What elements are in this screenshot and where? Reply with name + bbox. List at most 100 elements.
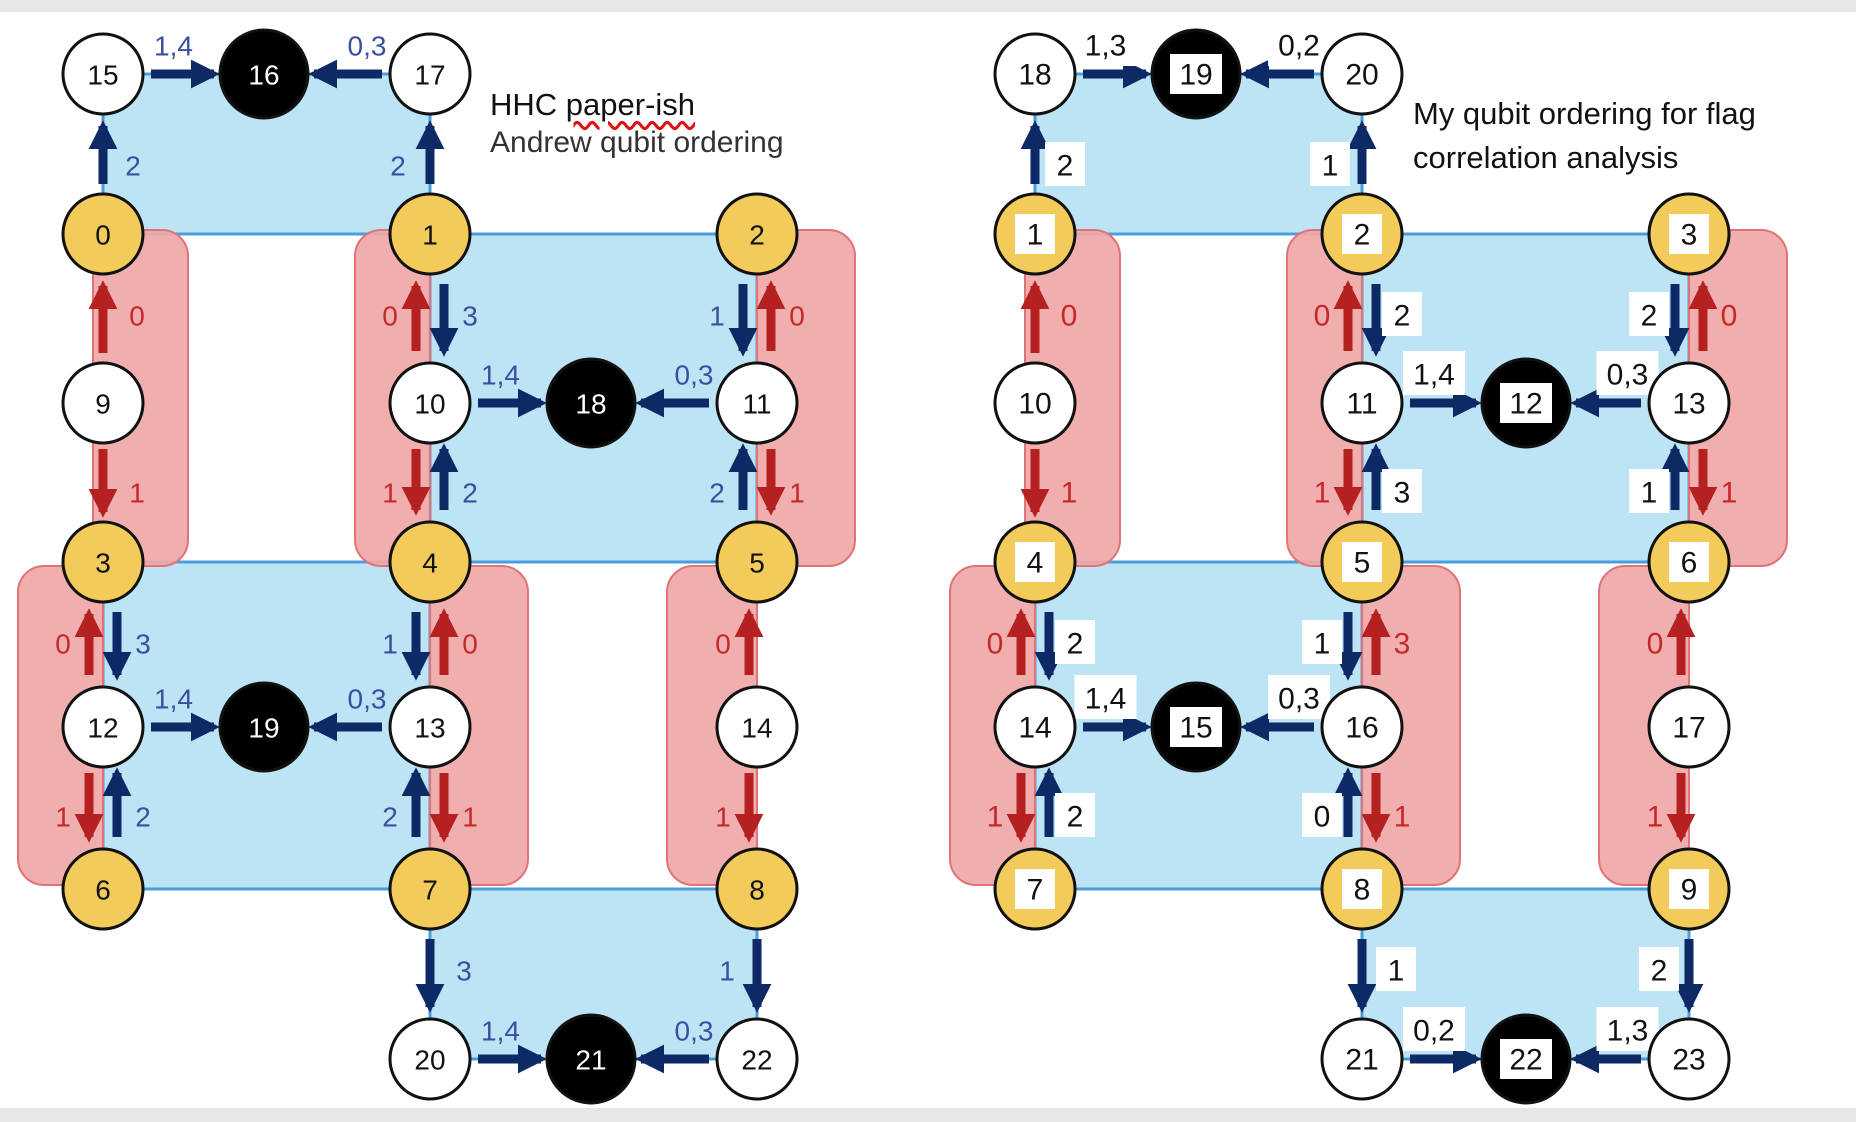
arrow-label: 1,4: [481, 1016, 520, 1047]
arrow-label: 0: [789, 301, 805, 332]
arrow-label: 1: [789, 478, 805, 509]
arrow-label-box: [1055, 620, 1095, 664]
arrow-label: 2: [1651, 955, 1668, 988]
node-label-box: [1170, 54, 1222, 94]
qubit-number: 5: [1354, 547, 1371, 580]
arrow-label: 0: [715, 629, 731, 660]
qubit-number: 22: [1509, 1044, 1542, 1077]
node-label-box: [1500, 1039, 1552, 1079]
arrow-label: 1: [987, 801, 1004, 834]
arrow-label: 0,3: [1278, 683, 1320, 716]
arrow-label-box: [1639, 947, 1679, 991]
arrow-label: 0: [1314, 801, 1331, 834]
arrow-label: 1,4: [154, 31, 193, 62]
arrow-label: 2: [1641, 300, 1658, 333]
right-diagram-caption: My qubit ordering for flag correlation a…: [1413, 92, 1756, 180]
qubit-number: 13: [1672, 388, 1705, 421]
qubit-number: 15: [87, 60, 118, 91]
qubit-number: 17: [414, 60, 445, 91]
qubit-number: 17: [1672, 712, 1705, 745]
arrow-label-box: [1074, 22, 1137, 66]
arrow-label: 2: [382, 802, 398, 833]
arrow-label: 0: [55, 629, 71, 660]
qubit-node-white: [1647, 1017, 1731, 1101]
qubit-node-white: [61, 685, 145, 769]
arrow-label-box: [1403, 1007, 1465, 1051]
qubit-number: 20: [1345, 59, 1378, 92]
qubit-number: 20: [414, 1045, 445, 1076]
qubit-node-white: [993, 685, 1077, 769]
qubit-number: 9: [95, 389, 111, 420]
arrow-label: 1: [1322, 150, 1339, 183]
arrow-label-box: [1074, 675, 1137, 719]
arrow-label: 1: [1647, 801, 1664, 834]
arrow-label: 2: [462, 478, 478, 509]
arrow-label: 0,2: [1278, 30, 1320, 63]
arrow-label: 1,3: [1085, 30, 1127, 63]
arrow-label-box: [1045, 142, 1085, 186]
qubit-node-white: [1647, 685, 1731, 769]
qubit-number: 23: [1672, 1044, 1705, 1077]
arrow-label-box: [1596, 1007, 1659, 1051]
qubit-node-gold: [388, 847, 472, 931]
qubit-number: 16: [1345, 712, 1378, 745]
arrow-label: 1: [1721, 477, 1738, 510]
arrow-label-box: [1302, 620, 1342, 664]
arrow-label: 2: [135, 802, 151, 833]
spellcheck-underlined-word: paper-ish: [565, 87, 696, 122]
arrow-label: 2: [390, 151, 406, 182]
left-diagram-caption: HHC paper-ish Andrew qubit ordering: [490, 86, 784, 162]
qubit-number: 10: [1018, 388, 1051, 421]
arrow-label: 2: [1067, 801, 1084, 834]
node-label-box: [1500, 383, 1552, 423]
arrow-label: 0: [462, 629, 478, 660]
qubit-node-gold: [61, 192, 145, 276]
node-label-box: [1342, 542, 1382, 582]
left-caption-line1: HHC paper-ish: [490, 87, 696, 122]
arrow-label: 0,3: [348, 684, 387, 715]
qubit-number: 11: [1346, 388, 1377, 421]
arrow-label: 0,3: [1607, 359, 1649, 392]
arrow-label: 1: [719, 956, 735, 987]
arrow-label: 1: [129, 478, 145, 509]
qubit-number: 6: [95, 875, 111, 906]
qubit-node-gold: [715, 847, 799, 931]
blue-plaquette: [428, 232, 759, 564]
qubit-number: 18: [575, 389, 606, 420]
arrow-label: 0: [987, 628, 1004, 661]
qubit-number: 3: [1681, 219, 1698, 252]
qubit-number: 4: [422, 548, 438, 579]
node-label-box: [1015, 214, 1055, 254]
qubit-number: 19: [1179, 59, 1212, 92]
arrow-label: 2: [1394, 300, 1411, 333]
arrow-label: 1: [1061, 477, 1078, 510]
qubit-node-black: [218, 28, 310, 120]
qubit-node-white: [61, 32, 145, 116]
qubit-node-white: [993, 32, 1077, 116]
arrow-label-box: [1629, 469, 1669, 513]
arrow-label: 1: [382, 478, 398, 509]
qubit-node-gold: [388, 192, 472, 276]
qubit-number: 13: [414, 713, 445, 744]
arrow-label: 3: [1394, 628, 1411, 661]
qubit-node-white: [1320, 685, 1404, 769]
node-label-box: [1015, 869, 1055, 909]
arrow-label: 1: [1394, 801, 1411, 834]
arrow-label: 2: [125, 151, 141, 182]
right-caption-line2: correlation analysis: [1413, 140, 1679, 175]
qubit-node-gold: [61, 520, 145, 604]
arrow-label: 3: [135, 629, 151, 660]
arrow-label: 1,3: [1607, 1015, 1649, 1048]
qubit-number: 0: [95, 220, 111, 251]
qubit-number: 2: [1354, 219, 1371, 252]
qubit-node-white: [1647, 361, 1731, 445]
arrow-label: 1: [715, 802, 731, 833]
qubit-number: 11: [742, 389, 771, 420]
arrow-label: 1: [1388, 955, 1405, 988]
qubit-node-white: [1320, 1017, 1404, 1101]
arrow-label: 0: [1061, 300, 1078, 333]
qubit-number: 9: [1681, 874, 1698, 907]
